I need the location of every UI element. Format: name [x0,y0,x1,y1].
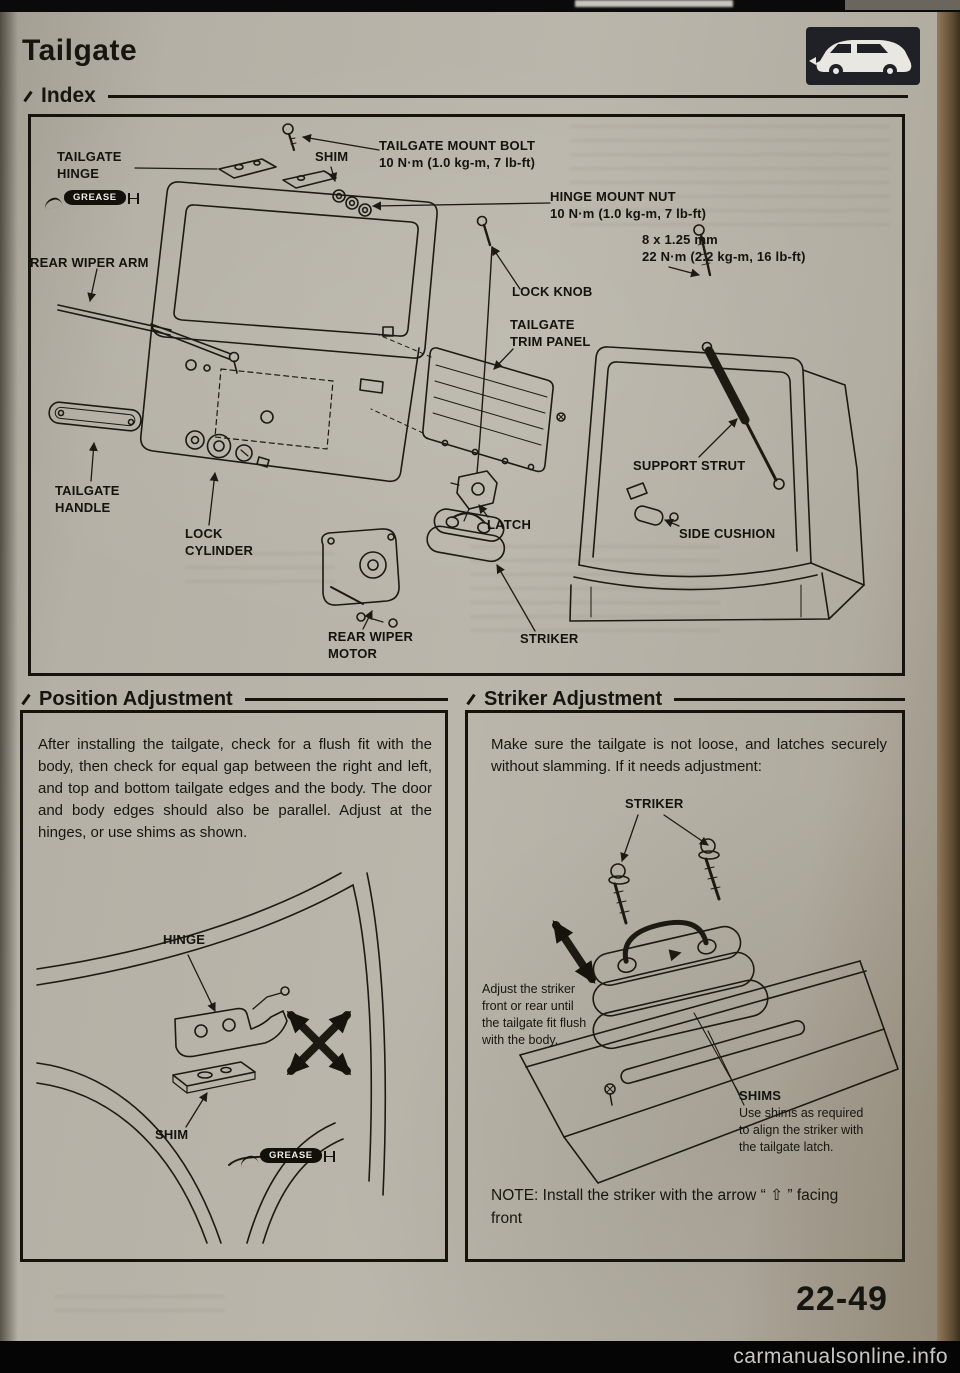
tailgate-handle-art [48,401,142,432]
striker-adjustment-body: Make sure the tailgate is not loose, and… [491,736,887,776]
label-rear-wiper-arm: REAR WIPER ARM [30,255,149,270]
shim-part-art [172,1061,256,1094]
scan-bottom-bar [0,1341,960,1373]
lock-knob-rod-art [476,215,493,474]
hinge-hardware-art [218,123,372,217]
position-adjustment-heading: Position Adjustment [39,688,233,710]
page-title: Tailgate [22,34,138,67]
label-latch: LATCH [487,517,532,532]
heading-rule [674,698,905,701]
striker-bolts-art [608,838,721,925]
heading-tick [23,90,33,102]
paper-background [0,10,937,1342]
rear-wiper-arm-art [57,304,240,374]
label-striker-adjustment: STRIKER [625,796,684,811]
tailgate-exploded-diagram [48,123,865,632]
adjust-striker-note: Adjust the striker front or rear until t… [482,982,587,1047]
front-rear-adjust-arrow [552,920,596,984]
label-hinge: HINGE [163,932,206,947]
label-support-strut: SUPPORT STRUT [633,458,746,473]
page-edge-strip [937,10,960,1342]
support-strut-art [693,224,785,490]
label-tailgate-handle: TAILGATE HANDLE [55,483,120,516]
page-number: 22-49 [796,1280,888,1318]
label-shim-position: SHIM [155,1127,189,1142]
position-adjustment-body: After installing the tailgate, check for… [38,736,432,842]
heading-rule [107,94,908,98]
index-heading: Index [41,84,96,107]
position-adjustment-heading-row: Position Adjustment [20,688,448,711]
striker-install-note: NOTE: Install the striker with the arrow… [491,1187,839,1228]
shims-note: Use shims as required to align the strik… [739,1106,864,1154]
grease-tag: GREASE [260,1148,335,1163]
striker-adjustment-heading-row: Striker Adjustment [465,688,905,711]
scan-corner-glare [845,0,960,10]
label-shim: SHIM [315,149,349,164]
label-tailgate-trim-panel: TAILGATE TRIM PANEL [510,317,591,350]
watermark-text: carmanualsonline.info [733,1345,948,1368]
label-tailgate-hinge: TAILGATE HINGE [57,149,122,182]
adjust-direction-arrows [286,1010,352,1076]
car-body-rear-art [569,346,865,622]
bleedthrough-smudge [55,1295,225,1321]
label-rear-wiper-motor: REAR WIPER MOTOR [328,629,414,662]
index-diagram-box [28,114,905,676]
binding-shadow [0,10,18,1342]
grease-tag-text: GREASE [269,1150,313,1161]
trim-panel-art [370,334,566,473]
body-contours-art [36,872,387,1244]
striker-adjustment-diagram [519,814,899,1184]
striker-part-art [426,508,506,563]
striker-adjustment-box [465,710,905,1262]
index-section-heading: Index [22,84,908,108]
hinge-part-art [174,986,290,1058]
leader-lines [87,133,738,632]
label-hinge-mount-nut: HINGE MOUNT NUT 10 N·m (1.0 kg-m, 7 lb-f… [550,189,707,222]
position-adjustment-diagram [36,872,387,1244]
leader-lines [185,954,216,1128]
leader-lines [620,814,745,1106]
label-bolt-spec: 8 x 1.25 mm 22 N·m (2.2 kg-m, 16 lb-ft) [642,232,806,265]
grease-tag: GREASE [64,190,139,205]
label-striker-index: STRIKER [520,631,579,646]
tailgate-panel-art [139,181,438,483]
latch-art [450,470,498,522]
scan-glare [575,0,733,7]
scan-top-bar [0,0,960,12]
striker-plates-art [592,919,769,1050]
label-shims: SHIMS [739,1088,782,1103]
position-adjustment-box [20,710,448,1262]
vehicle-hatchback-icon [806,27,920,85]
side-cushion-art [626,482,679,526]
striker-adjustment-heading: Striker Adjustment [484,688,663,710]
body-panel-art [519,960,899,1184]
heading-tick [21,693,31,706]
lock-cylinder-art [185,430,270,468]
car-silhouette-icon [809,40,912,78]
rear-wiper-motor-art [321,528,400,628]
label-lock-cylinder: LOCK CYLINDER [185,526,254,559]
label-side-cushion: SIDE CUSHION [679,526,776,541]
label-lock-knob: LOCK KNOB [512,284,593,299]
heading-rule [244,698,448,701]
grease-tag-text: GREASE [73,192,117,203]
label-tailgate-mount-bolt: TAILGATE MOUNT BOLT 10 N·m (1.0 kg-m, 7 … [379,138,536,171]
heading-tick [466,693,476,706]
